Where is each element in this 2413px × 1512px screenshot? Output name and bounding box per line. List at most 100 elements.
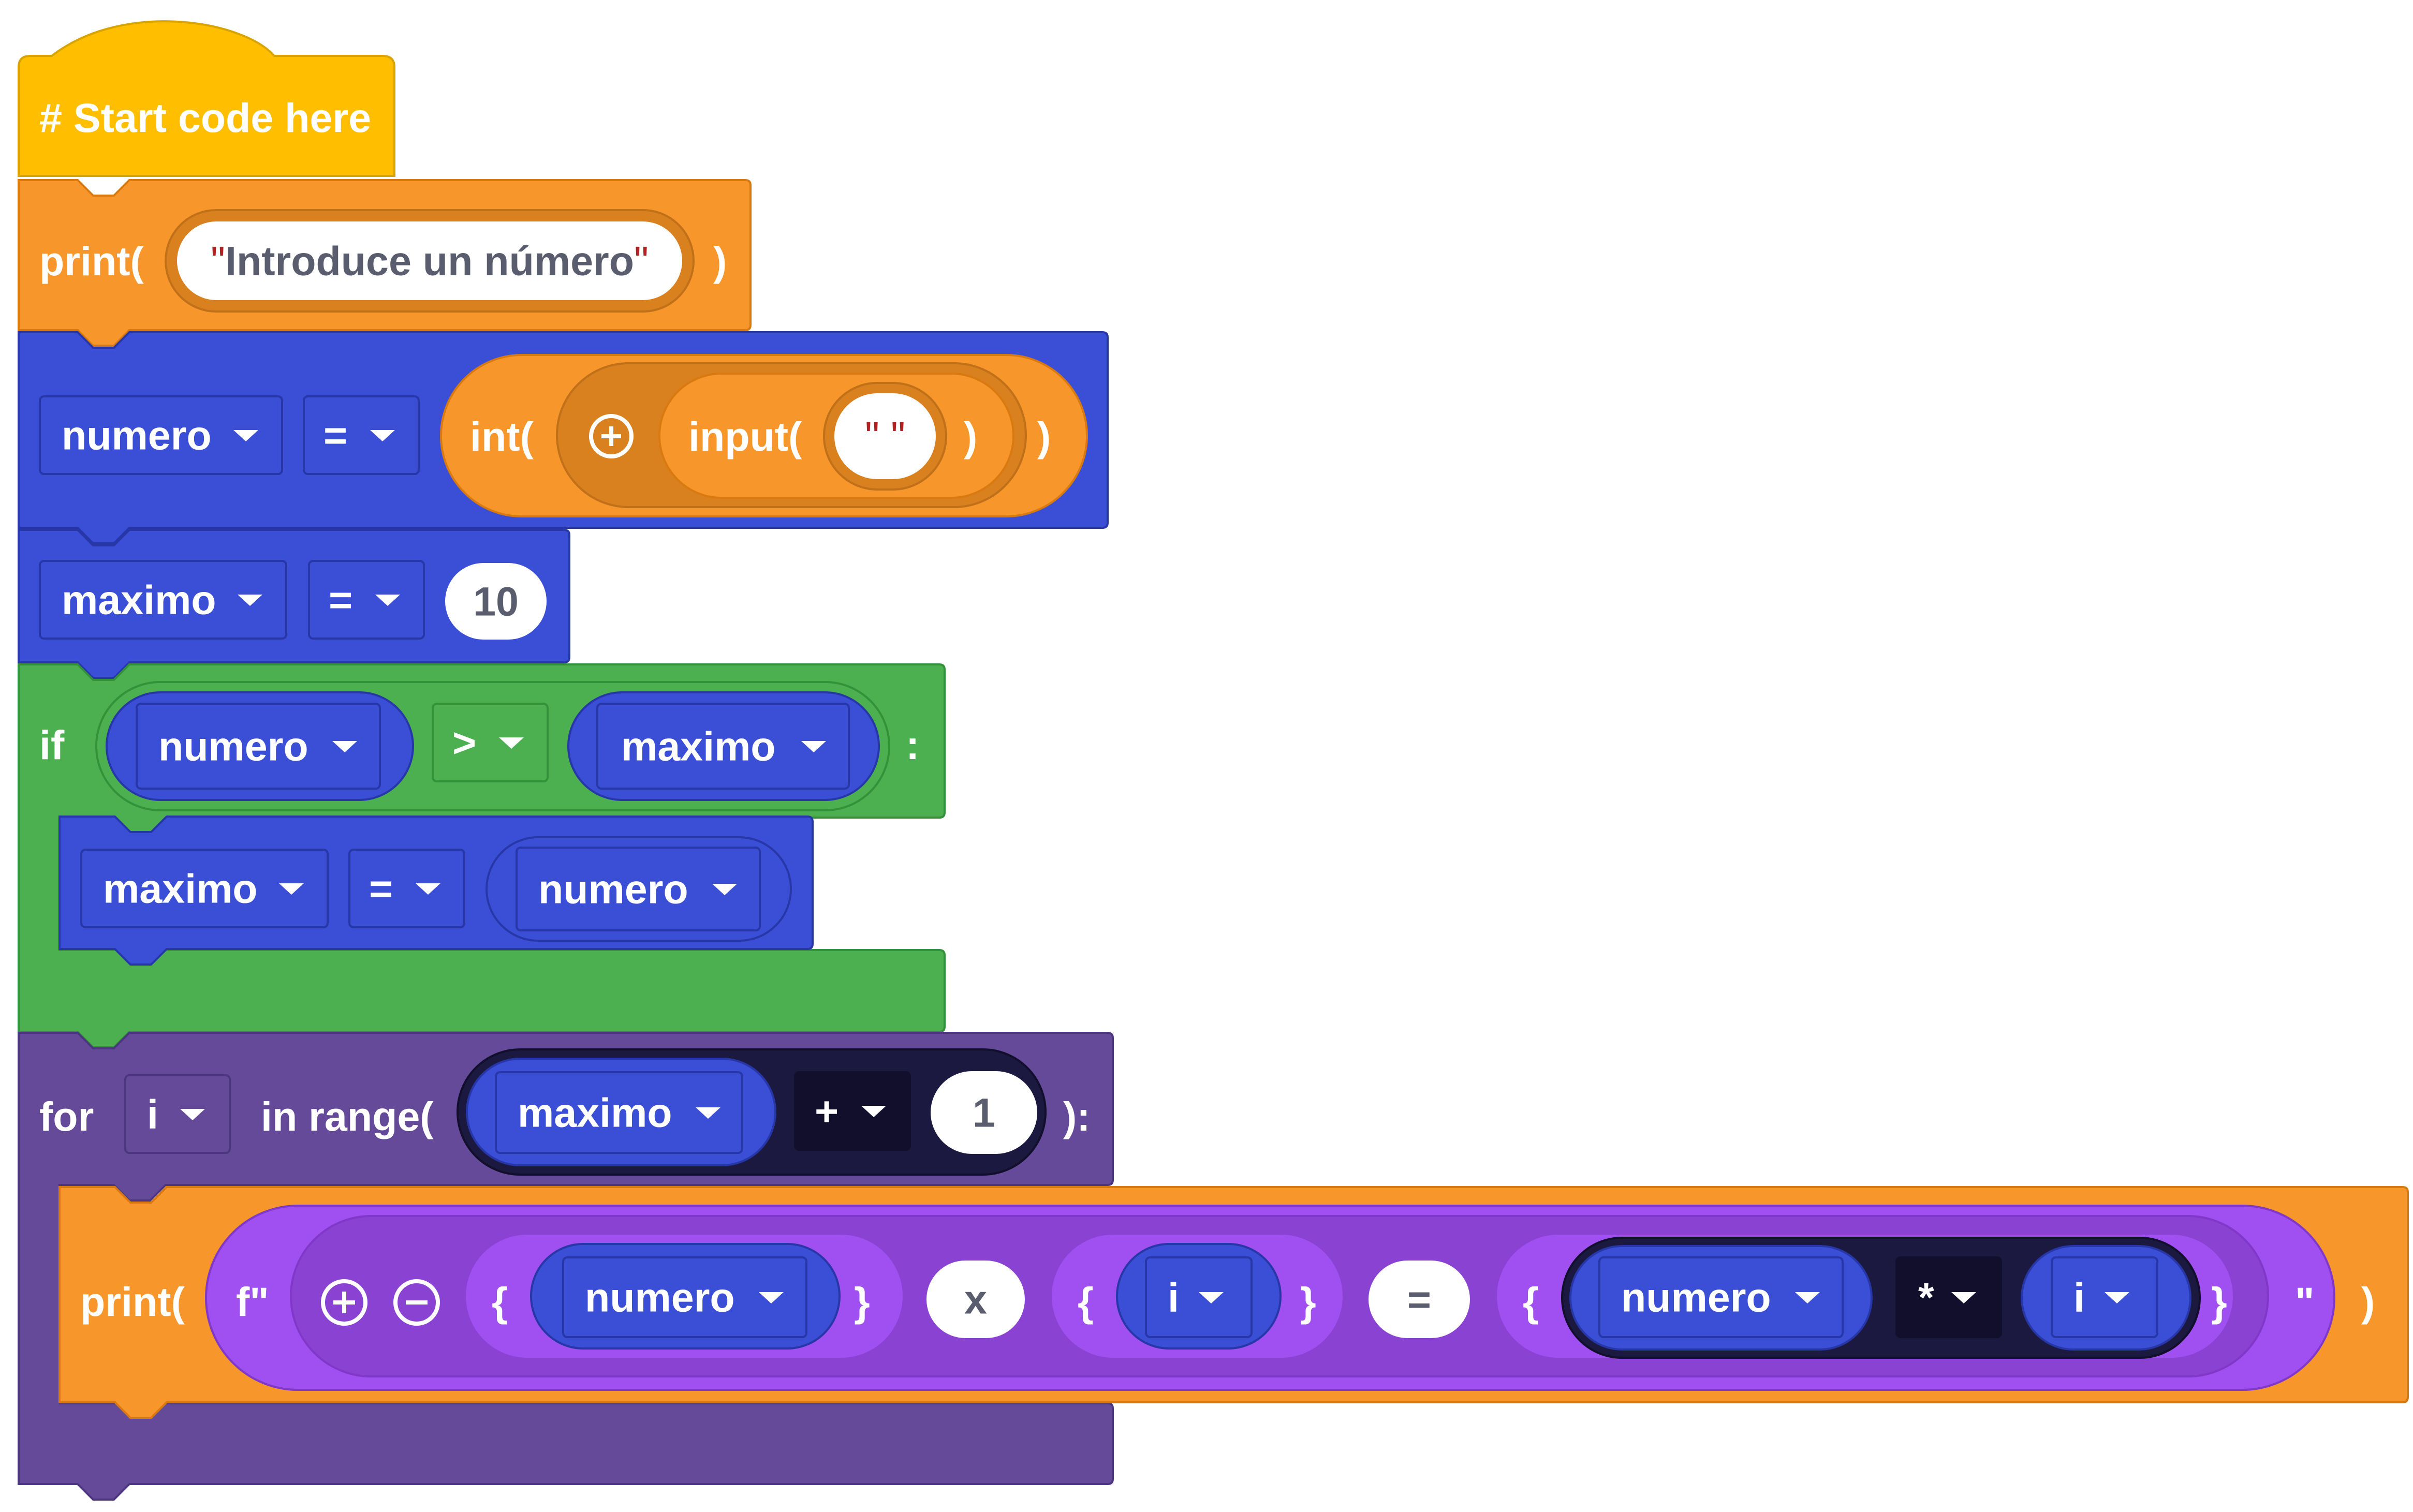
open-quote: " <box>210 238 225 284</box>
variable-dropdown-maximo[interactable]: maximo <box>39 560 287 640</box>
variable-dropdown-numero[interactable]: numero <box>1598 1256 1844 1338</box>
variable-dropdown-i[interactable]: i <box>1145 1256 1253 1338</box>
dropdown-caret-icon <box>696 1107 720 1119</box>
print-close-paren: ) <box>2361 1279 2375 1325</box>
operator-symbol: = <box>329 576 353 623</box>
brace-close: } <box>2211 1279 2227 1325</box>
number-value[interactable]: 1 <box>973 1089 995 1136</box>
variable-dropdown-maximo[interactable]: maximo <box>596 703 850 790</box>
string-text[interactable]: Introduce un número <box>225 238 634 284</box>
string-literal[interactable]: "Introduce un número" <box>177 221 682 300</box>
operator-symbol: > <box>452 719 477 766</box>
dropdown-caret-icon <box>1951 1292 1976 1303</box>
dropdown-caret-icon <box>180 1109 205 1120</box>
operator-dropdown-add[interactable]: + <box>794 1071 911 1151</box>
for-keyword: for <box>39 1093 94 1139</box>
variable-name: maximo <box>621 723 776 769</box>
variable-name: maximo <box>103 865 258 912</box>
variable-name: numero <box>585 1274 735 1321</box>
dropdown-caret-icon <box>416 883 440 895</box>
operator-dropdown-assign[interactable]: = <box>308 560 425 640</box>
close-quote: " <box>634 238 649 284</box>
dropdown-caret-icon <box>233 430 258 441</box>
number-literal[interactable]: 1 <box>931 1071 1037 1154</box>
dropdown-caret-icon <box>332 741 357 752</box>
operator-symbol: + <box>815 1088 839 1134</box>
variable-name: numero <box>538 866 688 912</box>
brace-open: { <box>1078 1279 1094 1325</box>
operator-symbol: = <box>369 865 393 912</box>
fstring-text-x[interactable]: x <box>926 1261 1025 1338</box>
variable-dropdown-numero[interactable]: numero <box>136 703 381 790</box>
dropdown-caret-icon <box>279 883 304 895</box>
fstring-prefix: f" <box>236 1279 269 1325</box>
dropdown-caret-icon <box>712 884 737 895</box>
variable-name: maximo <box>518 1089 672 1136</box>
brace-open: { <box>492 1279 508 1325</box>
variable-block-numero[interactable] <box>530 1243 841 1350</box>
operator-symbol: = <box>323 412 348 458</box>
dropdown-caret-icon <box>759 1292 784 1303</box>
operator-symbol: * <box>1918 1274 1934 1321</box>
input-close-paren: ) <box>964 413 978 459</box>
fstring-close-quote: " <box>2295 1279 2315 1325</box>
plus-circle-icon[interactable] <box>321 1279 367 1326</box>
operator-dropdown-assign[interactable]: = <box>348 849 465 928</box>
variable-name: numero <box>62 412 212 458</box>
assign-max-block <box>18 529 570 679</box>
variable-dropdown-i[interactable]: i <box>2051 1256 2158 1338</box>
variable-name: i <box>2073 1274 2085 1321</box>
dropdown-caret-icon <box>499 737 524 749</box>
hat-label: # Start code here <box>39 95 372 141</box>
variable-block-numero[interactable] <box>485 836 792 942</box>
dropdown-caret-icon <box>801 741 826 752</box>
brace-open: { <box>1523 1279 1539 1325</box>
variable-name: numero <box>1621 1274 1771 1321</box>
variable-block-numero[interactable] <box>106 691 414 801</box>
loop-variable-dropdown[interactable]: i <box>124 1074 231 1154</box>
operator-dropdown-multiply[interactable]: * <box>1895 1256 2002 1338</box>
variable-dropdown-maximo[interactable]: maximo <box>80 849 329 928</box>
variable-name: i <box>147 1091 158 1137</box>
dropdown-caret-icon <box>2105 1292 2129 1303</box>
range-close: ): <box>1063 1093 1091 1139</box>
fstring-text[interactable]: = <box>1407 1276 1432 1323</box>
variable-block-maximo[interactable] <box>466 1058 776 1166</box>
variable-dropdown-maximo[interactable]: maximo <box>495 1071 743 1154</box>
variable-block-maximo[interactable] <box>567 691 880 801</box>
print-label: print( <box>80 1279 185 1325</box>
int-label: int( <box>470 413 534 459</box>
variable-dropdown-numero[interactable]: numero <box>39 395 283 475</box>
brace-close: } <box>854 1279 870 1325</box>
dropdown-caret-icon <box>1795 1292 1820 1303</box>
variable-dropdown-numero[interactable]: numero <box>562 1256 807 1338</box>
if-colon: : <box>906 722 920 768</box>
operator-dropdown-compare[interactable]: > <box>432 703 549 782</box>
variable-name: maximo <box>62 576 216 623</box>
in-range-label: in range( <box>261 1093 434 1139</box>
variable-name: i <box>1168 1274 1179 1321</box>
number-value[interactable]: 10 <box>473 578 519 625</box>
hat-block <box>18 20 395 177</box>
if-keyword: if <box>39 722 65 768</box>
dropdown-caret-icon <box>370 430 395 441</box>
dropdown-caret-icon <box>1199 1292 1224 1303</box>
minus-circle-icon[interactable] <box>393 1279 440 1326</box>
dropdown-caret-icon <box>375 595 400 606</box>
input-label: input( <box>688 413 802 459</box>
variable-block-numero[interactable] <box>1569 1245 1873 1351</box>
int-close-paren: ) <box>1037 413 1051 459</box>
plus-circle-icon[interactable] <box>589 414 634 458</box>
print-close-paren: ) <box>713 238 727 284</box>
close-quote: " <box>890 413 906 459</box>
fstring-text[interactable]: x <box>964 1276 987 1323</box>
variable-name: numero <box>158 723 308 769</box>
empty-string-literal[interactable]: " " <box>834 393 936 479</box>
fstring-text-equals[interactable]: = <box>1369 1261 1470 1338</box>
dropdown-caret-icon <box>238 595 262 606</box>
number-literal[interactable]: 10 <box>445 563 547 640</box>
variable-dropdown-numero[interactable]: numero <box>516 847 761 931</box>
operator-dropdown-assign[interactable]: = <box>303 395 420 475</box>
open-quote: " <box>864 413 880 459</box>
